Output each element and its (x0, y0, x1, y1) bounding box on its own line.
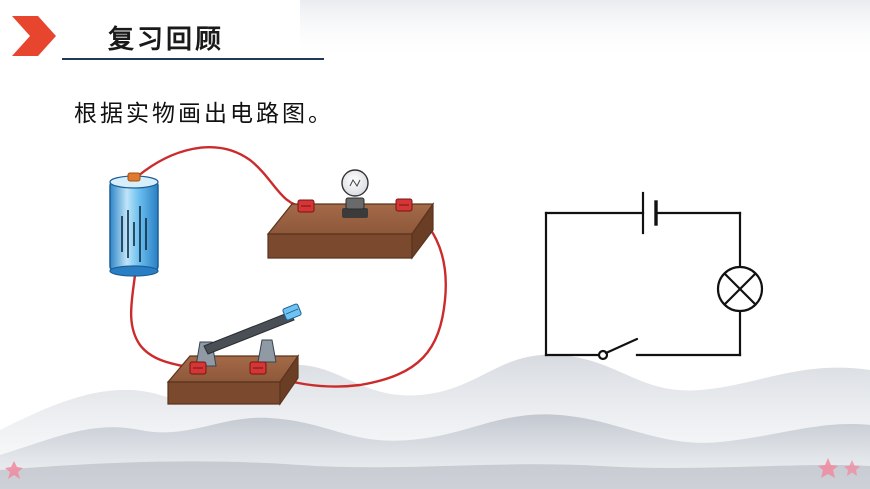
lamp-terminal-right (395, 198, 413, 212)
chevron-right-icon (12, 16, 56, 56)
switch-handle (282, 303, 302, 321)
title-underline (62, 58, 324, 60)
lamp-symbol (716, 265, 764, 313)
flower-icon (5, 461, 23, 479)
switch-terminal-left (189, 361, 207, 375)
section-header: 复习回顾 (0, 0, 870, 70)
knife-switch (166, 303, 302, 406)
flower-icon (844, 460, 860, 476)
flower-icon (818, 458, 838, 478)
switch-symbol (597, 337, 639, 361)
light-bulb-icon (341, 169, 369, 218)
switch-terminal-right (249, 361, 267, 375)
wire-lamp-to-switch (260, 204, 447, 388)
battery-symbol (641, 191, 658, 235)
lamp-terminal-left (297, 199, 315, 213)
wire-battery-to-lamp (136, 146, 307, 209)
instruction-text: 根据实物画出电路图。 (74, 101, 334, 127)
lamp-board (266, 169, 435, 260)
battery (109, 172, 159, 277)
page-title: 复习回顾 (108, 25, 225, 55)
